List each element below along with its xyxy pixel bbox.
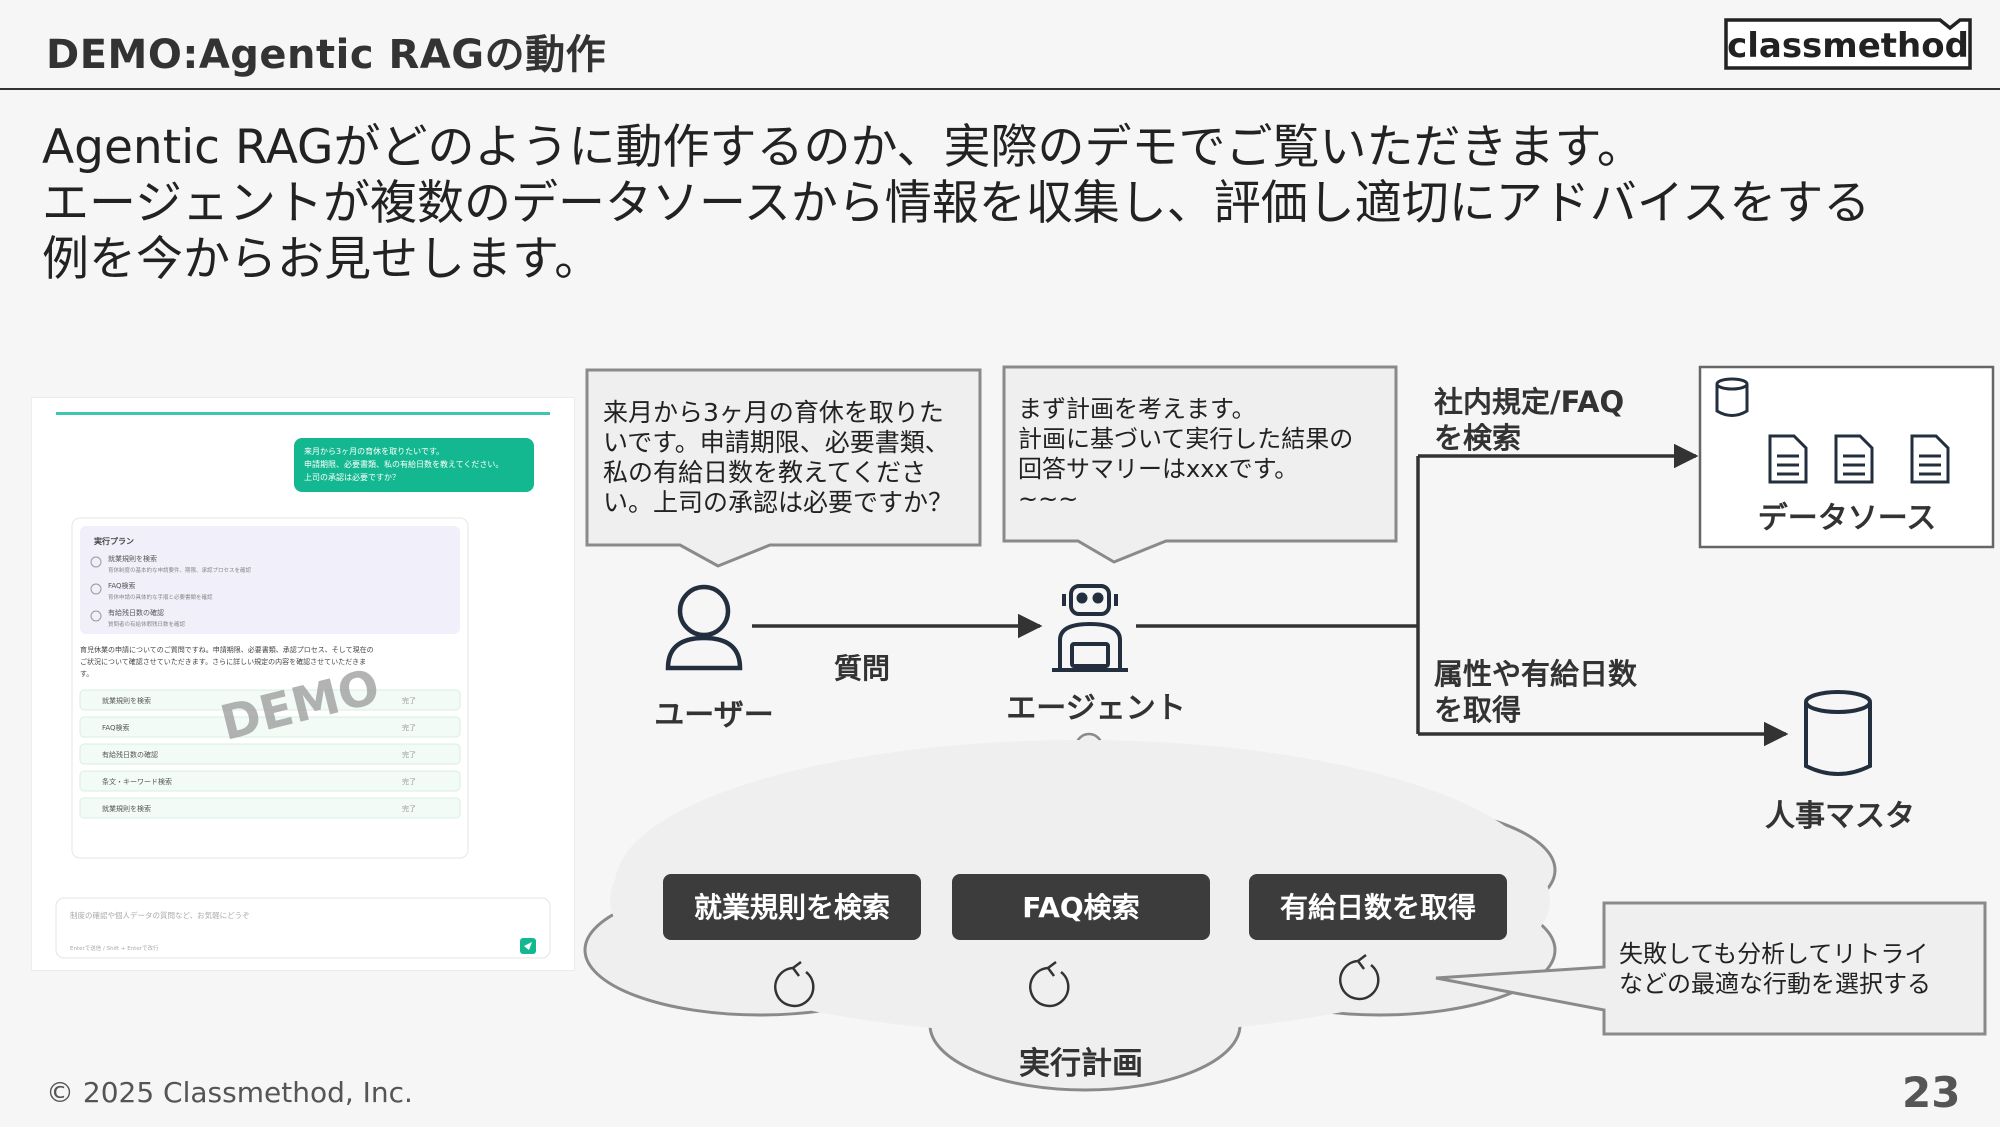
user-icon xyxy=(665,584,743,671)
action-box-faq-search xyxy=(952,874,1210,940)
svg-text:完了: 完了 xyxy=(402,696,416,705)
svg-text:育児休業の申請についてのご質問ですね。申請期限、必要書類、承: 育児休業の申請についてのご質問ですね。申請期限、必要書類、承認プロセス、そして現… xyxy=(80,645,376,678)
svg-text:完了: 完了 xyxy=(402,750,416,759)
user-label: ユーザー xyxy=(654,698,773,733)
user-message-bubble xyxy=(294,438,534,492)
logo-text: classmethod xyxy=(1727,26,1969,66)
execution-plan-label: 実行計画 xyxy=(1019,1046,1143,1082)
svg-text:有給残日数の確認: 有給残日数の確認 xyxy=(102,750,158,759)
action-label: 有給日数を取得 xyxy=(1280,891,1476,924)
attr-label: 属性や有給日数 を取得 xyxy=(1434,657,1647,727)
datasource-label: データソース xyxy=(1758,501,1937,536)
svg-text:FAQ検索: FAQ検索 xyxy=(108,581,136,590)
svg-text:来月から3ヶ月の育休を取りたいです。 申請期限、: 来月から3ヶ月の育休を取りたいです。 申請期限、必要書類、私の有給日数を教えてく… xyxy=(304,446,506,482)
svg-text:育休申請の具体的な手順と必要書類を確認: 育休申請の具体的な手順と必要書類を確認 xyxy=(108,593,213,601)
chat-input[interactable] xyxy=(55,897,551,959)
svg-text:就業規則を検索: 就業規則を検索 xyxy=(102,804,151,813)
hr-master-label: 人事マスタ xyxy=(1765,799,1915,834)
intro-text: Agentic RAGがどのように動作するのか、実際のデモでご覧いただきます。 … xyxy=(42,120,1870,288)
page-number: 23 xyxy=(1902,1068,1961,1117)
agent-label: エージェント xyxy=(1006,691,1185,726)
send-icon xyxy=(524,942,532,950)
retry-icon xyxy=(774,961,815,1008)
svg-text:育休制度の基本的な申請要件、期限、承認プロセスを確認: 育休制度の基本的な申請要件、期限、承認プロセスを確認 xyxy=(108,566,252,574)
header-divider xyxy=(0,88,2000,90)
svg-text:完了: 完了 xyxy=(402,777,416,786)
copyright: © 2025 Classmethod, Inc. xyxy=(46,1076,413,1109)
chat-input-hint: Enterで送信 / Shift + Enterで改行 xyxy=(70,944,159,952)
action-box-get-leave xyxy=(1249,874,1507,940)
svg-text:就業規則を検索: 就業規則を検索 xyxy=(102,696,151,705)
document-icon xyxy=(1834,434,1874,484)
intro-line: 例を今からお見せします。 xyxy=(42,232,602,287)
svg-text:質問者の有給休暇残日数を確認: 質問者の有給休暇残日数を確認 xyxy=(108,620,186,628)
document-icon xyxy=(1910,434,1950,484)
svg-text:完了: 完了 xyxy=(402,723,416,732)
retry-icon xyxy=(1339,954,1380,1001)
plan-title: 実行プラン xyxy=(94,536,134,546)
question-label: 質問 xyxy=(834,652,890,685)
svg-text:FAQ検索: FAQ検索 xyxy=(102,723,130,732)
svg-text:完了: 完了 xyxy=(402,804,416,813)
classmethod-logo: classmethod xyxy=(1724,18,1972,70)
intro-line: Agentic RAGがどのように動作するのか、実際のデモでご覧いただきます。 xyxy=(42,120,1644,175)
intro-line: エージェントが複数のデータソースから情報を収集し、評価し適切にアドバイスをする xyxy=(42,176,1871,231)
user-bubble-text: 来月から3ヶ月の育休を取りた いです。申請期限、必要書類、 私の有給日数を教えて… xyxy=(603,398,958,517)
chat-input-placeholder: 制度の確認や個人データの質問など、お気軽にどうぞ xyxy=(70,910,250,920)
demo-screenshot: 来月から3ヶ月の育休を取りたいです。 申請期限、必要書類、私の有給日数を教えてく… xyxy=(32,398,574,970)
database-icon xyxy=(1715,377,1749,417)
hr-database-icon xyxy=(1804,690,1872,776)
search-label: 社内規定/FAQ を検索 xyxy=(1434,385,1634,455)
demo-screenshot-canvas: 来月から3ヶ月の育休を取りたいです。 申請期限、必要書類、私の有給日数を教えてく… xyxy=(32,398,574,970)
svg-text:条文・キーワード検索: 条文・キーワード検索 xyxy=(102,777,172,786)
svg-text:就業規則を検索: 就業規則を検索 xyxy=(108,554,157,563)
slide-title: DEMO:Agentic RAGの動作 xyxy=(46,32,607,78)
action-box-search-rules xyxy=(663,874,921,940)
action-label: 就業規則を検索 xyxy=(694,891,890,924)
document-icon xyxy=(1768,434,1808,484)
action-label: FAQ検索 xyxy=(1022,891,1139,924)
retry-callout xyxy=(1435,901,1987,1036)
svg-text:有給残日数の確認: 有給残日数の確認 xyxy=(108,608,164,617)
robot-agent-icon xyxy=(1052,584,1128,672)
retry-icon xyxy=(1029,961,1070,1008)
plan-box xyxy=(80,526,460,634)
agent-bubble-text: まず計画を考えます。 計画に基づいて実行した結果の 回答サマリーはxxxです。 … xyxy=(1018,395,1361,513)
progress-bar xyxy=(56,412,550,415)
retry-callout-text: 失敗しても分析してリトライ などの最適な行動を選択する xyxy=(1619,940,1936,998)
agent-speech-bubble xyxy=(1002,365,1398,564)
user-speech-bubble xyxy=(585,368,982,568)
